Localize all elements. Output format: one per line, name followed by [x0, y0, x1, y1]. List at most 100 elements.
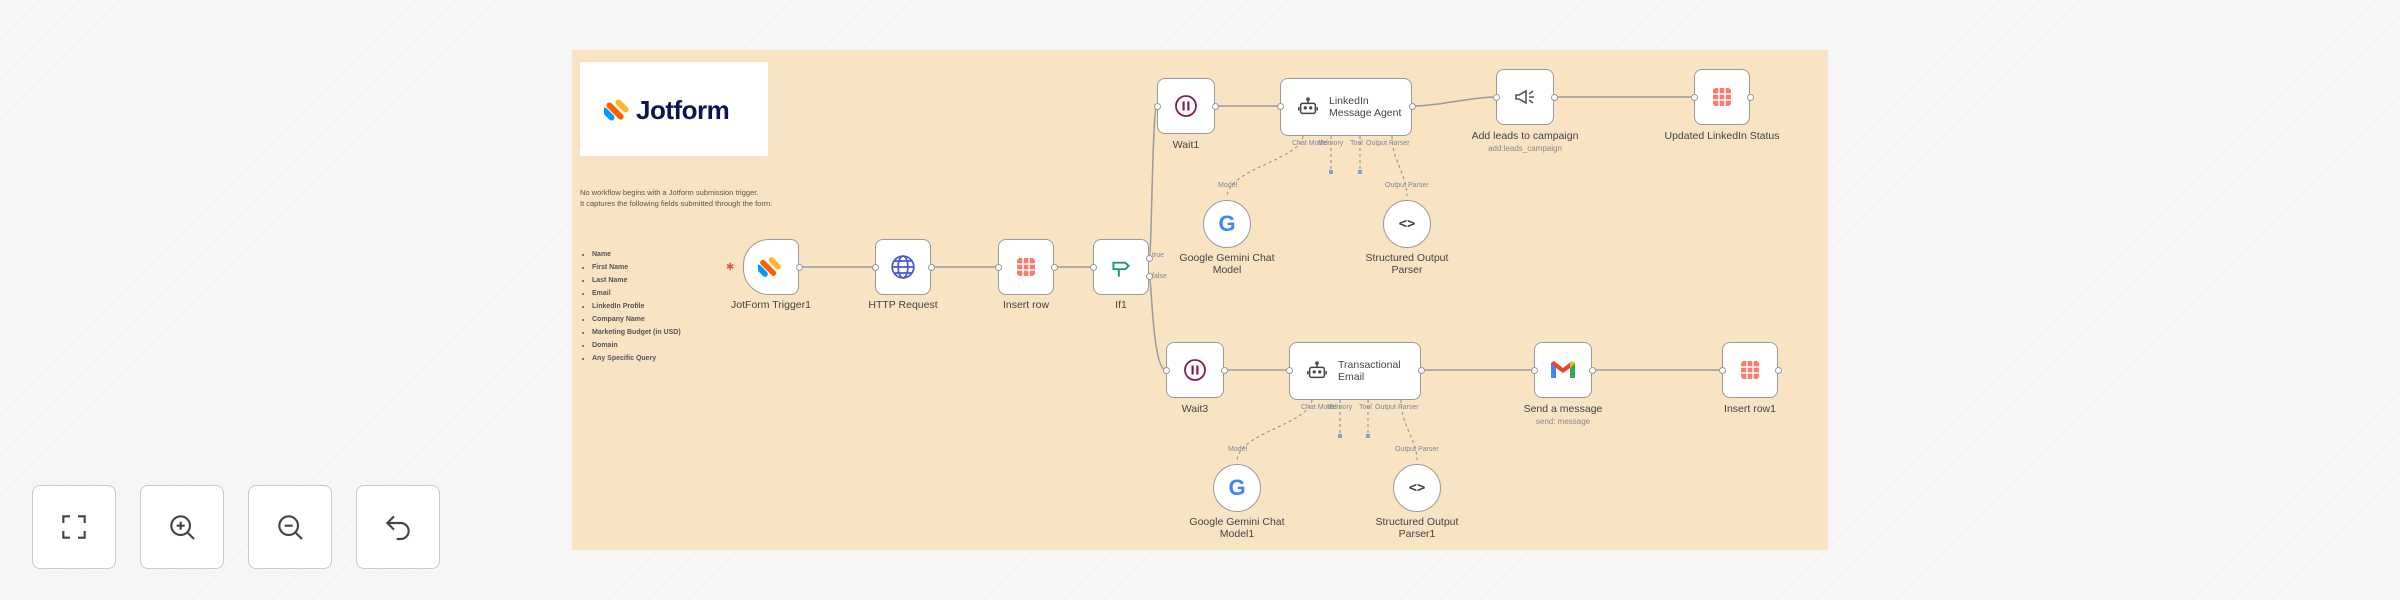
input-handle[interactable]: [1691, 94, 1698, 101]
wait1-label: Wait1: [1172, 139, 1200, 151]
output-handle[interactable]: [1775, 367, 1782, 374]
zoom-in-button[interactable]: [140, 485, 224, 569]
send-message-node[interactable]: [1534, 342, 1592, 398]
zoom-out-icon: [278, 515, 303, 540]
field-item: Marketing Budget (in USD): [592, 326, 681, 339]
input-handle[interactable]: [995, 264, 1002, 271]
code-icon: <>: [1398, 216, 1416, 232]
linkedin-agent-title-2: Message Agent: [1329, 107, 1402, 119]
updated-linkedin-node[interactable]: [1694, 69, 1750, 125]
parser2-node[interactable]: <>: [1393, 464, 1441, 512]
output-handle[interactable]: [1589, 367, 1596, 374]
if-false-port: false: [1152, 273, 1167, 280]
add-leads-node[interactable]: [1496, 69, 1554, 125]
output-handle[interactable]: [1418, 367, 1425, 374]
output-handle[interactable]: [1221, 367, 1228, 374]
input-handle[interactable]: [1531, 367, 1538, 374]
agent-port-tool: Tool: [1350, 140, 1363, 147]
memory-plus: [1338, 434, 1342, 438]
input-handle[interactable]: [1163, 367, 1170, 374]
insert-row1-node[interactable]: [1722, 342, 1778, 398]
input-handle[interactable]: [1286, 367, 1293, 374]
gemini1-port: Model: [1218, 182, 1238, 189]
edge-agent-addleads: [1411, 96, 1497, 107]
gemini1-node[interactable]: G: [1203, 200, 1251, 248]
wait1-node[interactable]: [1157, 78, 1215, 134]
edge-if-true-wait1: [1148, 105, 1158, 259]
field-item: Any Specific Query: [592, 352, 681, 365]
output-handle[interactable]: [1747, 94, 1754, 101]
fit-view-button[interactable]: [32, 485, 116, 569]
trigger-marker: ✱: [726, 262, 735, 273]
insert-row-label: Insert row: [1002, 299, 1050, 311]
google-icon: G: [1218, 211, 1236, 236]
gmail-icon: [1551, 361, 1575, 378]
output-handle[interactable]: [928, 264, 935, 271]
megaphone-icon: [1515, 89, 1534, 105]
parser1-node[interactable]: <>: [1383, 200, 1431, 248]
transactional-email-node[interactable]: Transactional Email: [1289, 342, 1421, 400]
agent-port-output-parser: Output Parser: [1366, 140, 1410, 147]
linkedin-agent-title-1: LinkedIn: [1329, 95, 1369, 107]
input-handle[interactable]: [1090, 264, 1097, 271]
code-icon: <>: [1408, 480, 1426, 496]
email-port-chat-model: Chat Model: [1301, 404, 1337, 411]
input-handle[interactable]: [1719, 367, 1726, 374]
table-icon: [1017, 258, 1035, 276]
agent-port-memory: Memory: [1318, 140, 1344, 147]
input-handle[interactable]: [1277, 103, 1284, 110]
jotform-logo-text: Jotform: [636, 95, 730, 125]
google-icon: G: [1228, 475, 1246, 500]
input-handle[interactable]: [1493, 94, 1500, 101]
if-icon: [1112, 261, 1130, 277]
updated-linkedin-label: Updated LinkedIn Status: [1664, 130, 1780, 142]
field-item: LinkedIn Profile: [592, 300, 681, 313]
agent-port-chat-model: Chat Model: [1292, 140, 1328, 147]
reset-button[interactable]: [356, 485, 440, 569]
insert-row-node[interactable]: [998, 239, 1054, 295]
email-port-memory: Memory: [1327, 404, 1353, 411]
tool-plus: [1366, 434, 1370, 438]
transactional-email-title-1: Transactional: [1338, 359, 1401, 371]
note-line-1: No workflow begins with a Jotform submis…: [580, 188, 759, 197]
output-handle[interactable]: [1051, 264, 1058, 271]
zoom-out-button[interactable]: [248, 485, 332, 569]
parser1-port: Output Parser: [1385, 182, 1429, 189]
field-item: Company Name: [592, 313, 681, 326]
edge-if-false-wait3: [1148, 275, 1167, 371]
if-label: If1: [1115, 299, 1127, 311]
field-item: Name: [592, 248, 681, 261]
jotform-icon: [758, 257, 781, 277]
pause-icon: [1184, 359, 1206, 381]
jotform-trigger-node[interactable]: [743, 239, 799, 295]
send-message-label: Send a message: [1523, 403, 1603, 415]
linkedin-agent-node[interactable]: LinkedIn Message Agent: [1280, 78, 1412, 136]
output-handle[interactable]: [796, 264, 803, 271]
field-item: First Name: [592, 261, 681, 274]
input-handle[interactable]: [1154, 103, 1161, 110]
field-list: Name First Name Last Name Email LinkedIn…: [580, 248, 681, 365]
gemini2-port: Model: [1228, 446, 1248, 453]
output-handle[interactable]: [1212, 103, 1219, 110]
send-message-sublabel: send: message: [1535, 417, 1591, 426]
sticky-note-text: No workflow begins with a Jotform submis…: [580, 188, 780, 209]
field-item: Domain: [592, 339, 681, 352]
insert-row1-label: Insert row1: [1724, 403, 1776, 415]
edge-email-gemini2: [1236, 399, 1313, 461]
edge-email-parser2: [1400, 399, 1418, 461]
fullscreen-icon: [62, 515, 86, 539]
gemini2-node[interactable]: G: [1213, 464, 1261, 512]
output-handle[interactable]: [1551, 94, 1558, 101]
wait3-node[interactable]: [1166, 342, 1224, 398]
edge-agent-gemini1: [1226, 135, 1304, 197]
email-port-tool: Tool: [1359, 404, 1372, 411]
output-handle-true[interactable]: [1146, 255, 1153, 262]
zoom-in-icon: [170, 515, 195, 540]
output-handle[interactable]: [1409, 103, 1416, 110]
http-request-node[interactable]: [875, 239, 931, 295]
input-handle[interactable]: [872, 264, 879, 271]
parser1-label: Structured Output Parser: [1365, 252, 1449, 276]
output-handle-false[interactable]: [1146, 273, 1153, 280]
if-node[interactable]: [1093, 239, 1149, 295]
